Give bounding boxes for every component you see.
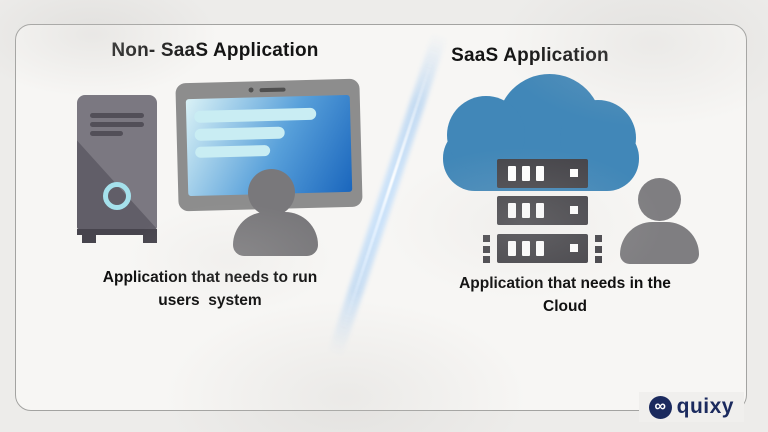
- server-slot: [536, 203, 544, 218]
- camera-dot-icon: [248, 87, 254, 93]
- server-unit: [497, 159, 588, 188]
- server-unit: [483, 234, 602, 263]
- server-slot: [536, 166, 544, 181]
- desktop-tower-icon: [77, 95, 157, 243]
- server-slot: [522, 166, 530, 181]
- right-caption-line1: Application that needs in the: [459, 275, 671, 292]
- logo-wordmark: quixy: [676, 395, 734, 418]
- right-panel-title: SaaS Application: [451, 45, 609, 66]
- server-side-dot: [483, 256, 490, 263]
- left-caption: Application that needs to run users syst…: [45, 266, 375, 313]
- screen-text-bar: [194, 107, 317, 123]
- server-side-dot: [595, 235, 602, 242]
- tower-body: [77, 95, 157, 229]
- left-caption-line1: Application that needs to run: [102, 269, 318, 286]
- server-unit: [497, 196, 588, 225]
- screen-text-bar: [195, 144, 271, 158]
- tower-vent-line: [90, 131, 123, 136]
- server-led: [570, 244, 578, 252]
- user-silhouette-head: [638, 178, 681, 221]
- user-silhouette-head: [248, 169, 295, 216]
- server-slot: [536, 241, 544, 256]
- server-side-dot: [595, 246, 602, 253]
- right-caption-line2: Cloud: [543, 298, 587, 316]
- left-caption-line2: users system: [158, 292, 262, 310]
- server-slot: [508, 203, 516, 218]
- user-silhouette-body: [233, 212, 318, 256]
- right-caption: Application that needs in the Cloud: [415, 272, 715, 319]
- server-led: [570, 206, 578, 214]
- tower-vent-line: [90, 122, 144, 127]
- user-silhouette-body: [620, 222, 699, 264]
- speaker-line-icon: [259, 87, 286, 93]
- server-side-dot: [483, 246, 490, 253]
- tower-vent-line: [90, 113, 144, 118]
- quixy-logo: ∞ quixy: [638, 392, 744, 422]
- left-panel-title: Non- SaaS Application: [111, 40, 319, 61]
- server-led: [570, 169, 578, 177]
- screen-text-bar: [194, 126, 285, 141]
- server-slot: [508, 241, 516, 256]
- server-slot: [522, 203, 530, 218]
- server-side-dot: [483, 235, 490, 242]
- tower-base: [77, 229, 157, 235]
- server-slot: [508, 166, 516, 181]
- server-rack-icon: [483, 159, 602, 263]
- tower-foot: [82, 235, 96, 243]
- infinity-icon: ∞: [648, 395, 672, 419]
- server-slot: [522, 241, 530, 256]
- power-button-icon: [103, 182, 131, 210]
- server-side-dot: [595, 256, 602, 263]
- tower-foot: [143, 235, 157, 243]
